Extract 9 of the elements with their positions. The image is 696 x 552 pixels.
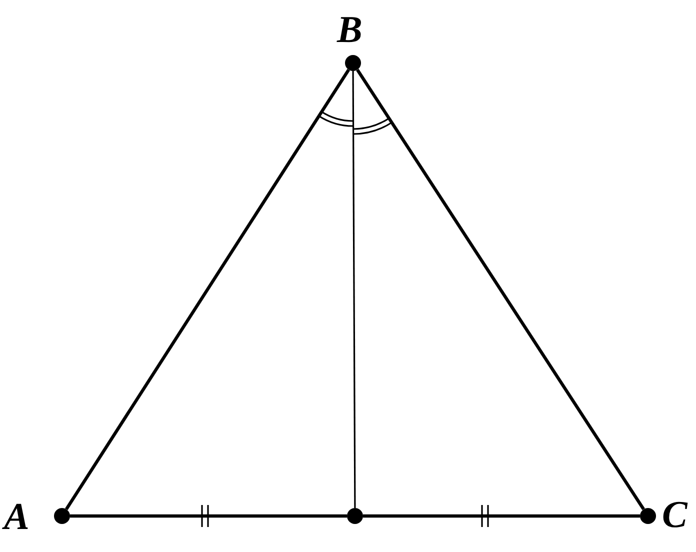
line-segment bbox=[64, 68, 350, 510]
point-dot bbox=[347, 508, 363, 524]
line-segment bbox=[363, 514, 640, 518]
vertex-label: B bbox=[337, 11, 362, 49]
vertex-label: C bbox=[662, 496, 688, 534]
line-segment bbox=[352, 71, 356, 508]
vertex-label: A bbox=[4, 498, 30, 536]
line-segment bbox=[356, 68, 645, 510]
line-segment bbox=[70, 514, 347, 518]
